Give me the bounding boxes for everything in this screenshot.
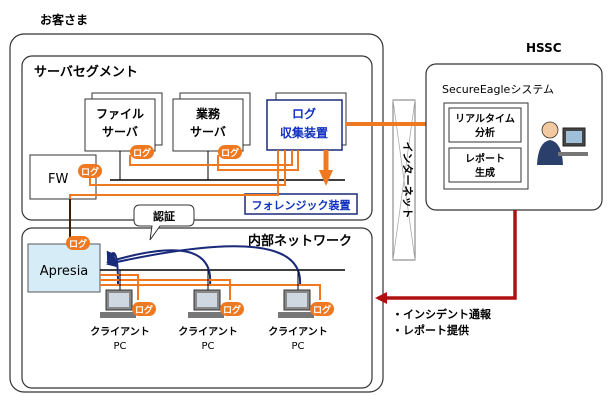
internet-column: インターネット bbox=[392, 99, 416, 261]
client-2-label: クライアント bbox=[178, 326, 238, 338]
fw-label: FW bbox=[48, 172, 68, 187]
svg-text:ログ: ログ bbox=[81, 166, 99, 178]
secureeagle-inner-box bbox=[443, 102, 529, 190]
svg-text:ログ: ログ bbox=[69, 238, 87, 250]
forensic-label: フォレンジック装置 bbox=[252, 198, 351, 212]
apresia-box: Apresia bbox=[27, 243, 101, 293]
client-3-label: クライアント bbox=[268, 326, 328, 338]
client-3-pc: PC bbox=[291, 341, 304, 352]
file-server-log-path bbox=[129, 150, 293, 166]
business-server-line1: 業務 bbox=[195, 106, 221, 121]
log-collector-line1: ログ bbox=[292, 106, 316, 121]
log-collector: ログ 収集装置 bbox=[266, 92, 347, 151]
auth-arrow-2 bbox=[106, 249, 212, 286]
file-server-line2: サーバ bbox=[102, 125, 138, 139]
log-tag-client-2: ログ bbox=[220, 302, 244, 316]
client-pc-3: クライアント PC bbox=[268, 270, 328, 352]
log-tag-client-3: ログ bbox=[310, 302, 334, 316]
auth-label: 認証 bbox=[153, 209, 175, 223]
operator-icon bbox=[537, 121, 588, 165]
report-return-arrow bbox=[375, 210, 517, 304]
fw-log-path bbox=[89, 150, 286, 186]
internal-network-title: 内部ネットワーク bbox=[248, 233, 352, 249]
realtime-line1: リアルタイム bbox=[455, 113, 515, 125]
client3-log-path bbox=[100, 284, 321, 300]
realtime-analysis-box: リアルタイム 分析 bbox=[448, 107, 522, 143]
svg-text:ログ: ログ bbox=[135, 304, 153, 316]
client2-log-path bbox=[100, 279, 231, 300]
svg-text:ログ: ログ bbox=[313, 304, 331, 316]
internet-label: インターネット bbox=[401, 142, 414, 219]
realtime-line2: 分析 bbox=[475, 126, 495, 139]
apresia-label: Apresia bbox=[40, 264, 89, 279]
log-tag-business-server: ログ bbox=[218, 145, 242, 159]
client1-log-path bbox=[100, 274, 139, 300]
file-server: ファイル サーバ bbox=[84, 92, 163, 152]
svg-text:ログ: ログ bbox=[223, 304, 241, 316]
note-report: ・レポート提供 bbox=[392, 323, 469, 337]
report-generation-box: レポート 生成 bbox=[448, 147, 522, 183]
client-pc-2: クライアント PC bbox=[178, 270, 238, 352]
log-tag-file-server: ログ bbox=[130, 145, 154, 159]
note-incident: ・インシデント通報 bbox=[392, 307, 492, 321]
svg-text:ログ: ログ bbox=[133, 147, 151, 159]
log-tag-apresia: ログ bbox=[66, 236, 90, 250]
business-server-log-path bbox=[217, 150, 299, 171]
client-1-pc: PC bbox=[113, 341, 126, 352]
client-1-label: クライアント bbox=[90, 326, 150, 338]
svg-text:ログ: ログ bbox=[221, 147, 239, 159]
report-line2: 生成 bbox=[475, 166, 495, 179]
log-collector-line2: 収集装置 bbox=[280, 125, 328, 140]
report-line1: レポート bbox=[465, 152, 505, 165]
client-pc-1: クライアント PC bbox=[90, 270, 150, 352]
log-tag-fw: ログ bbox=[78, 164, 102, 178]
business-server-line2: サーバ bbox=[190, 125, 226, 139]
business-server: 業務 サーバ bbox=[172, 92, 251, 152]
auth-callout: 認証 bbox=[133, 204, 195, 241]
forensic-device: フォレンジック装置 bbox=[244, 193, 358, 215]
server-segment-title: サーバセグメント bbox=[34, 64, 138, 80]
file-server-line1: ファイル bbox=[96, 107, 144, 121]
hssc-title: HSSC bbox=[526, 41, 562, 55]
log-tag-client-1: ログ bbox=[132, 302, 156, 316]
client-2-pc: PC bbox=[201, 341, 214, 352]
customer-label: お客さま bbox=[40, 12, 88, 27]
secureeagle-system-label: SecureEagleシステム bbox=[442, 83, 554, 96]
